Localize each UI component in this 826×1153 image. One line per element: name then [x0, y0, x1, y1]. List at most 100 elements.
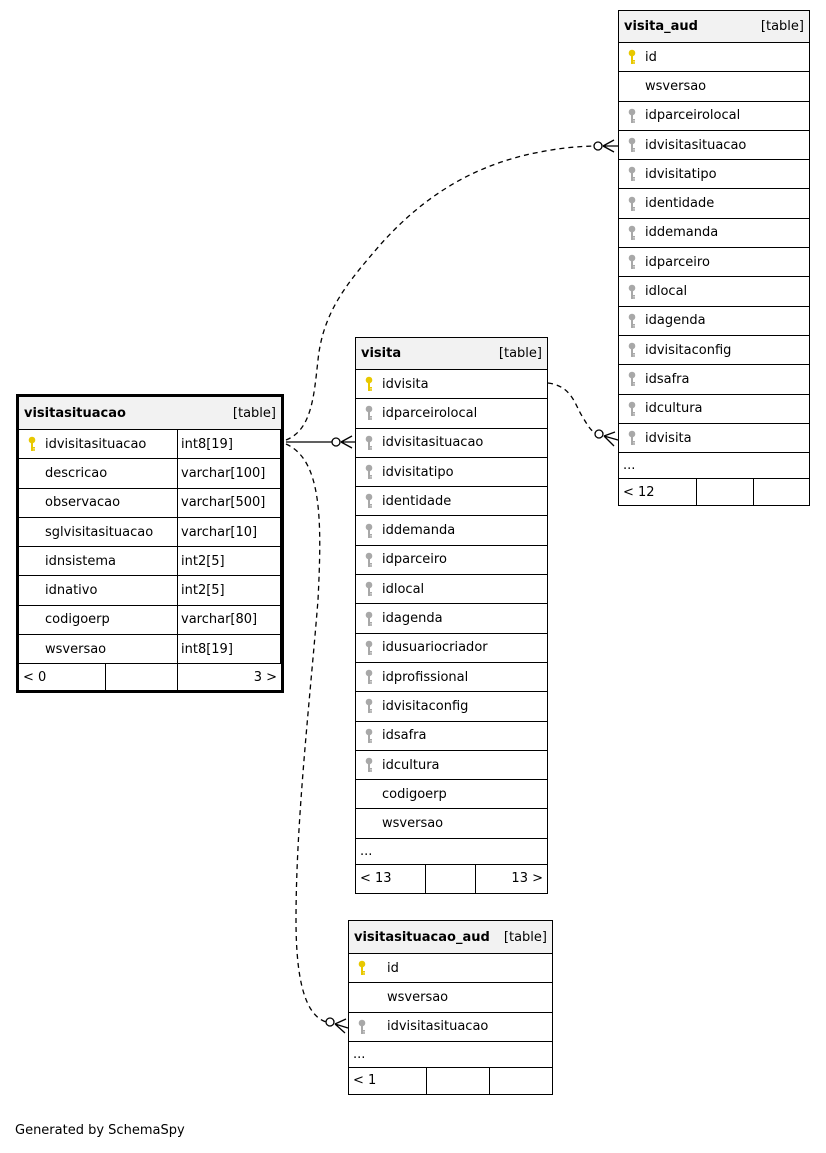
column-name: idlocal [645, 284, 688, 300]
column-row[interactable]: idcultura [619, 395, 809, 424]
more-columns: ... [360, 843, 373, 859]
column-row[interactable]: idlocal [356, 575, 547, 605]
table-visita-aud[interactable]: visita_aud [table] id wsversao idparceirol… [618, 10, 810, 507]
column-row[interactable]: idcultura [356, 751, 547, 781]
column-row[interactable]: idvisitasituacao [356, 429, 547, 458]
footer-parents[interactable]: < 0 [19, 664, 106, 691]
column-row[interactable]: idvisitatipo [619, 160, 809, 190]
table-visitasituacao-aud[interactable]: visitasituacao_aud [table] id wsversao idv… [348, 920, 553, 1095]
footer-children[interactable]: 13 > [511, 871, 543, 887]
foreign-key-icon [362, 604, 376, 632]
column-row[interactable]: idvisitaconfig [356, 692, 547, 722]
column-row[interactable]: idvisitatipo [356, 458, 547, 488]
column-type: int2[5] [178, 576, 281, 605]
column-row[interactable]: idvisitasituacao [349, 1013, 552, 1042]
column-row[interactable]: id [619, 43, 809, 73]
more-columns: ... [353, 1046, 366, 1062]
column-row[interactable]: idparceiro [619, 248, 809, 278]
column-row[interactable]: wsversao [356, 809, 547, 839]
column-row[interactable]: codigoerp [356, 780, 547, 810]
foreign-key-icon [362, 516, 376, 544]
footer-parents[interactable]: < 1 [349, 1067, 427, 1094]
column-row[interactable]: idvisita [356, 370, 547, 400]
column-name: wsversao [387, 989, 449, 1005]
foreign-key-icon [625, 160, 639, 188]
column-row[interactable]: idsafra [356, 722, 547, 751]
column-row[interactable]: wsversao [349, 983, 552, 1013]
footer-middle [426, 864, 476, 893]
column-name: wsversao [645, 78, 707, 94]
edge-crowfoot [334, 1018, 349, 1034]
table-header[interactable]: visitasituacao [table] [19, 397, 281, 430]
column-name: idvisitasituacao [45, 436, 147, 452]
column-row[interactable]: idprofissional [356, 663, 547, 693]
table-name: visita_aud [624, 19, 698, 34]
column-name: idnativo [45, 583, 98, 599]
column-name: idparceiro [645, 254, 710, 270]
column-row[interactable]: iddemanda [356, 516, 547, 546]
edge-optional-marker [331, 437, 341, 447]
foreign-key-icon [362, 663, 376, 691]
footer-parents[interactable]: < 13 [356, 864, 426, 893]
edge-optional-marker [325, 1017, 335, 1027]
column-name: iddemanda [645, 225, 719, 241]
column-row[interactable]: idvisitasituacao [619, 131, 809, 161]
foreign-key-icon [625, 131, 639, 159]
primary-key-icon [625, 43, 639, 71]
column-row[interactable]: identidade [619, 189, 809, 219]
column-name: idprofissional [382, 669, 469, 685]
column-row[interactable]: idnativo int2[5] [19, 576, 281, 606]
column-row[interactable]: identidade [356, 487, 547, 517]
column-name: idcultura [645, 401, 703, 417]
column-type: varchar[10] [178, 517, 281, 547]
column-name: idvisitasituacao [645, 137, 747, 153]
table-header[interactable]: visita [table] [356, 338, 547, 370]
table-kind: [table] [498, 346, 542, 361]
column-row[interactable]: idagenda [619, 307, 809, 336]
column-type: int2[5] [178, 547, 281, 576]
column-type: varchar[80] [178, 605, 281, 635]
blank-icon-slot [25, 547, 39, 575]
column-row[interactable]: idsafra [619, 365, 809, 395]
column-row[interactable]: idvisita [619, 424, 809, 454]
column-name: wsversao [382, 816, 444, 832]
blank-icon-slot [355, 983, 369, 1011]
column-row[interactable]: id [349, 954, 552, 984]
footer-children[interactable] [754, 479, 809, 505]
column-row[interactable]: idparceirolocal [619, 102, 809, 131]
column-name: idsafra [645, 371, 690, 387]
footer-children[interactable] [490, 1068, 552, 1094]
column-row[interactable]: idparceirolocal [356, 399, 547, 429]
column-row[interactable]: idparceiro [356, 546, 547, 576]
footer-parents[interactable]: < 12 [619, 479, 697, 506]
foreign-key-icon [362, 751, 376, 779]
column-name: descricao [45, 465, 108, 481]
column-row[interactable]: iddemanda [619, 219, 809, 249]
column-row[interactable]: idagenda [356, 604, 547, 634]
foreign-key-icon [355, 1013, 369, 1041]
column-row[interactable]: idvisitaconfig [619, 336, 809, 366]
column-row[interactable]: idusuariocriador [356, 634, 547, 663]
column-name: idsafra [382, 728, 427, 744]
column-row[interactable]: wsversao [619, 72, 809, 102]
table-header[interactable]: visitasituacao_aud [table] [349, 921, 552, 954]
foreign-key-icon [362, 399, 376, 427]
table-header[interactable]: visita_aud [table] [619, 11, 809, 43]
foreign-key-icon [362, 692, 376, 720]
footer-children[interactable]: 3 > [253, 669, 277, 685]
column-name: idagenda [645, 313, 706, 329]
foreign-key-icon [625, 248, 639, 276]
table-name: visitasituacao [24, 405, 126, 421]
column-row[interactable]: idlocal [619, 277, 809, 307]
primary-key-icon [362, 370, 376, 398]
blank-icon-slot [25, 606, 39, 634]
